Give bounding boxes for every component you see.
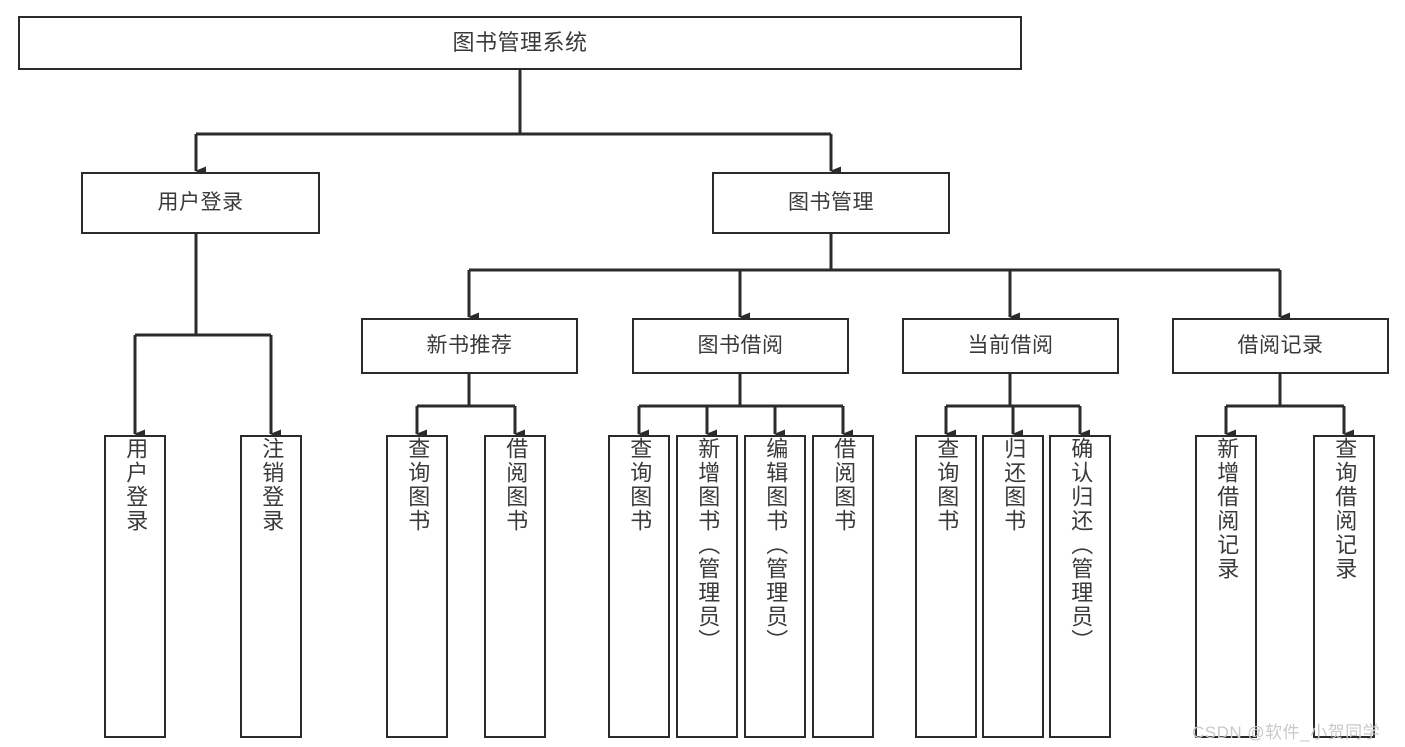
- node-label: 注销登录: [259, 437, 285, 533]
- node-label: 编辑图书（管理员）: [763, 437, 789, 653]
- node-label: 新增借阅记录: [1214, 437, 1240, 581]
- node-leaf-leaf_query_book_2[interactable]: 查询图书: [608, 435, 670, 738]
- node-label: 借阅图书: [831, 437, 857, 533]
- node-level2-user_login[interactable]: 用户登录: [81, 172, 320, 234]
- node-leaf-leaf_confirm_return[interactable]: 确认归还（管理员）: [1049, 435, 1111, 738]
- node-level3-borrow_record[interactable]: 借阅记录: [1172, 318, 1389, 374]
- node-label: 图书借阅: [697, 333, 784, 357]
- node-leaf-leaf_query_book_3[interactable]: 查询图书: [915, 435, 977, 738]
- node-label: 查询图书: [405, 437, 431, 533]
- node-level3-new_book_rec[interactable]: 新书推荐: [361, 318, 578, 374]
- node-label: 新书推荐: [426, 333, 513, 357]
- node-label: 借阅记录: [1237, 333, 1324, 357]
- node-label: 查询图书: [934, 437, 960, 533]
- node-label: 借阅图书: [503, 437, 529, 533]
- node-leaf-leaf_borrow_book_1[interactable]: 借阅图书: [484, 435, 546, 738]
- node-label: 查询图书: [627, 437, 653, 533]
- node-level2-book_manage[interactable]: 图书管理: [712, 172, 950, 234]
- node-label: 图书管理系统: [452, 30, 588, 56]
- node-level3-current_borrow[interactable]: 当前借阅: [902, 318, 1119, 374]
- node-leaf-leaf_user_login[interactable]: 用户登录: [104, 435, 166, 738]
- node-label: 新增图书（管理员）: [695, 437, 721, 653]
- node-label: 查询借阅记录: [1332, 437, 1358, 581]
- node-label: 图书管理: [788, 190, 874, 214]
- node-label: 归还图书: [1001, 437, 1027, 533]
- node-leaf-leaf_edit_book[interactable]: 编辑图书（管理员）: [744, 435, 806, 738]
- node-leaf-leaf_logout[interactable]: 注销登录: [240, 435, 302, 738]
- node-level3-book_borrow[interactable]: 图书借阅: [632, 318, 849, 374]
- node-label: 当前借阅: [967, 333, 1054, 357]
- node-label: 确认归还（管理员）: [1068, 437, 1094, 653]
- watermark-text: CSDN @软件_小贺同学: [1192, 723, 1381, 742]
- node-label: 用户登录: [157, 190, 244, 214]
- node-leaf-leaf_return_book[interactable]: 归还图书: [982, 435, 1044, 738]
- node-leaf-leaf_borrow_book_2[interactable]: 借阅图书: [812, 435, 874, 738]
- node-root[interactable]: 图书管理系统: [18, 16, 1022, 70]
- node-label: 用户登录: [123, 437, 149, 533]
- node-leaf-leaf_add_book[interactable]: 新增图书（管理员）: [676, 435, 738, 738]
- node-leaf-leaf_add_record[interactable]: 新增借阅记录: [1195, 435, 1257, 738]
- node-leaf-leaf_query_record[interactable]: 查询借阅记录: [1313, 435, 1375, 738]
- node-leaf-leaf_query_book_1[interactable]: 查询图书: [386, 435, 448, 738]
